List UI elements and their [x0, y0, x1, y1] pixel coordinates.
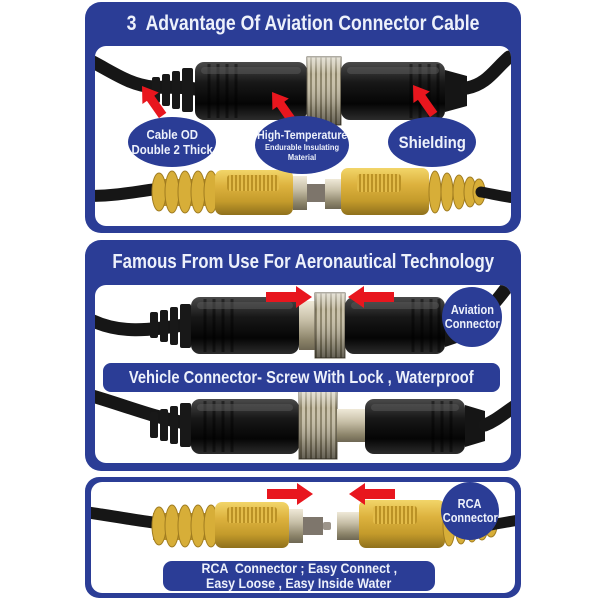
panel-advantages: 3 Advantage Of Aviation Connector Cable [85, 2, 521, 233]
left-rca-grip [227, 175, 279, 191]
red-arrow-right-icon [267, 483, 313, 505]
callout-shielding: Shielding [388, 117, 476, 167]
red-arrow-left-icon [349, 483, 395, 505]
red-arrow-icons [267, 483, 395, 505]
left-cable [91, 506, 163, 529]
right-ridged-boot [428, 170, 486, 214]
red-arrow-right-icon [266, 286, 312, 308]
left-cable [95, 390, 198, 431]
left-cable [95, 314, 198, 337]
left-corrugated-boot [151, 504, 219, 548]
left-body-highlight [197, 404, 293, 411]
callout-line: Connector [444, 317, 500, 331]
rca-plug-barrel [303, 517, 323, 535]
right-cable [475, 186, 511, 204]
rca-center-pin [323, 522, 331, 530]
metal-lock-ring-shading [299, 391, 337, 459]
left-body-highlight [201, 67, 301, 74]
callout-high-temperature: High-Temperature Endurable Insulating Ma… [255, 116, 349, 174]
callout-rca-connector: RCA Connector [441, 482, 499, 540]
left-strain-relief [150, 304, 191, 348]
left-connector-body [191, 399, 299, 454]
red-arrow-icon [413, 85, 438, 118]
right-strain-relief [445, 70, 467, 112]
right-connector-body [341, 62, 445, 120]
right-connector-body [345, 297, 445, 354]
callout-line: RCA [458, 497, 482, 511]
vehicle-connector-label: Vehicle Connector- Screw With Lock , Wat… [129, 367, 474, 387]
callout-line: Endurable Insulating [265, 142, 339, 152]
exposed-metal-barrel [337, 409, 365, 442]
callout-line: Connector [442, 511, 498, 525]
right-rca-grip [373, 506, 417, 524]
callout-line: Cable OD [146, 127, 198, 142]
callout-aviation-connector: Aviation Connector [442, 287, 502, 347]
right-rca-collar [325, 179, 341, 209]
rca-connector-label-bar: RCA Connector ; Easy Connect , Easy Loos… [163, 561, 435, 591]
right-body-highlight [371, 404, 459, 411]
left-rca-grip [227, 507, 277, 523]
left-strain-relief [150, 403, 191, 447]
left-corrugated-boot [151, 170, 219, 214]
callout-line: High-Temperature [256, 128, 348, 142]
right-cable [460, 50, 511, 95]
rca-connector-graphic [95, 168, 511, 215]
left-rca-collar [293, 176, 307, 210]
panel-aeronautical-title-text: Famous From Use For Aeronautical Technol… [112, 251, 494, 273]
left-cable [95, 183, 163, 202]
rca-jack-barrel [337, 512, 359, 540]
callout-line: Material [287, 152, 317, 162]
right-connector-body [365, 399, 465, 454]
aviation-and-rca-connectors-graphic [95, 50, 511, 215]
rca-label-line: Easy Loose , Easy Inside Water [206, 576, 392, 591]
right-rca-grip [357, 174, 401, 192]
metal-lock-ring-shading [307, 57, 341, 125]
aviation-connector-graphic [95, 50, 511, 126]
right-cable [478, 400, 511, 432]
panel-advantages-title: 3 Advantage Of Aviation Connector Cable [85, 2, 521, 46]
right-body-highlight [347, 67, 439, 74]
red-arrow-icons [266, 286, 394, 308]
panel-advantages-title-text: 3 Advantage Of Aviation Connector Cable [126, 12, 480, 35]
left-body-highlight [197, 302, 293, 309]
right-body-highlight [351, 302, 439, 309]
callout-cable-od: Cable OD Double 2 Thick [128, 117, 216, 167]
panel-rca: RCA Connector RCA Connector ; Easy Conne… [85, 477, 521, 598]
left-connector-body [191, 297, 299, 354]
aviation-connector-unscrewed-graphic [95, 390, 511, 460]
rca-label-line: RCA Connector ; Easy Connect , [201, 561, 397, 576]
callout-line: Shielding [398, 132, 466, 152]
chrome-collar [299, 301, 315, 350]
rca-barrel [307, 184, 325, 202]
red-arrow-icon [142, 86, 167, 119]
vehicle-connector-label-bar: Vehicle Connector- Screw With Lock , Wat… [103, 363, 500, 392]
red-arrow-left-icon [348, 286, 394, 308]
metal-lock-ring-shading [315, 293, 345, 358]
callout-line: Aviation [450, 303, 494, 317]
panel-aeronautical: Famous From Use For Aeronautical Technol… [85, 240, 521, 471]
callout-line: Double 2 Thick [131, 142, 213, 157]
panel-aeronautical-title: Famous From Use For Aeronautical Technol… [85, 240, 521, 285]
right-strain-relief [465, 405, 485, 447]
left-rca-collar [289, 509, 303, 543]
